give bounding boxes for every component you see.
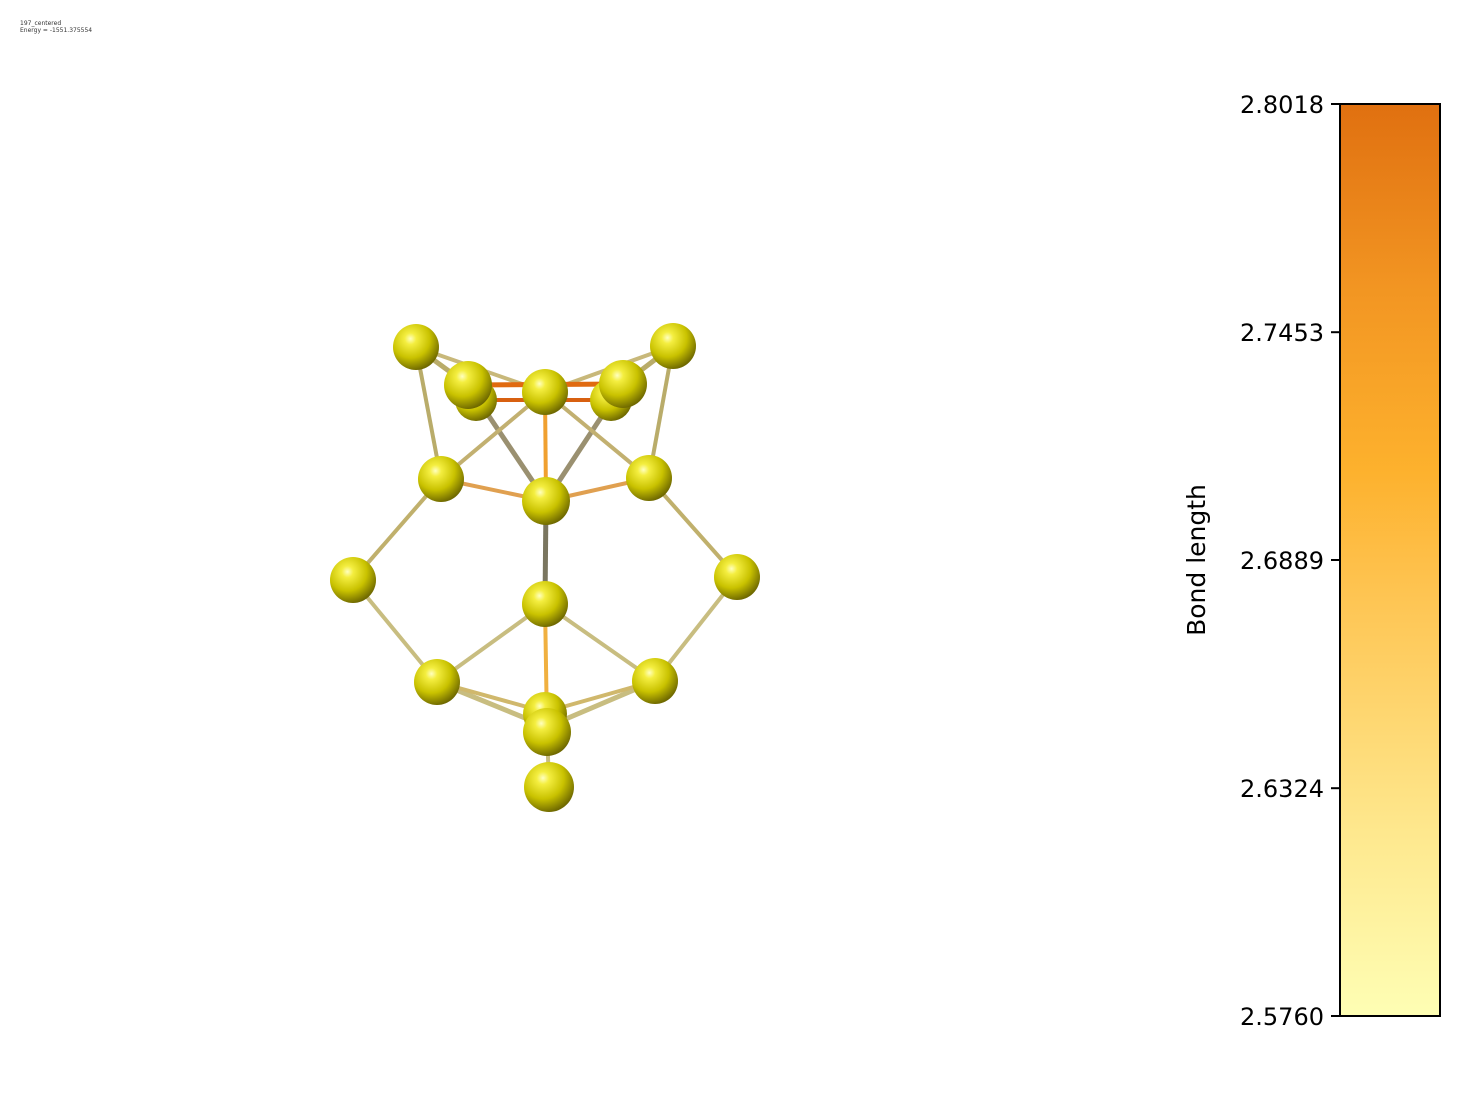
- atom: [632, 658, 678, 704]
- colorbar-tick-label: 2.8018: [1240, 91, 1324, 119]
- structure-caption: 197_centered Energy = -1551.375554: [20, 20, 92, 34]
- atom: [418, 456, 464, 502]
- atoms-layer: [330, 323, 760, 812]
- colorbar-gradient: [1339, 103, 1441, 1017]
- colorbar-tick-label: 2.6889: [1240, 547, 1324, 575]
- colorbar-tick-label: 2.6324: [1240, 775, 1324, 803]
- atom: [330, 557, 376, 603]
- colorbar-tick-label: 2.7453: [1240, 319, 1324, 347]
- atom: [650, 323, 696, 369]
- atom: [522, 477, 570, 525]
- atom: [714, 554, 760, 600]
- atom: [524, 762, 574, 812]
- colorbar-label: Bond length: [1182, 484, 1211, 636]
- colorbar-tick-label: 2.5760: [1240, 1003, 1324, 1031]
- atom: [444, 361, 492, 409]
- atom: [523, 708, 571, 756]
- atom: [626, 455, 672, 501]
- atom: [599, 360, 647, 408]
- structure-name: 197_centered: [20, 20, 62, 27]
- atom: [414, 659, 460, 705]
- energy-readout: Energy = -1551.375554: [20, 27, 93, 34]
- atom: [522, 581, 568, 627]
- atom: [393, 324, 439, 370]
- atom: [522, 369, 568, 415]
- colorbar-ticks: 2.8018 2.7453 2.6889 2.6324 2.5760: [1240, 91, 1340, 1031]
